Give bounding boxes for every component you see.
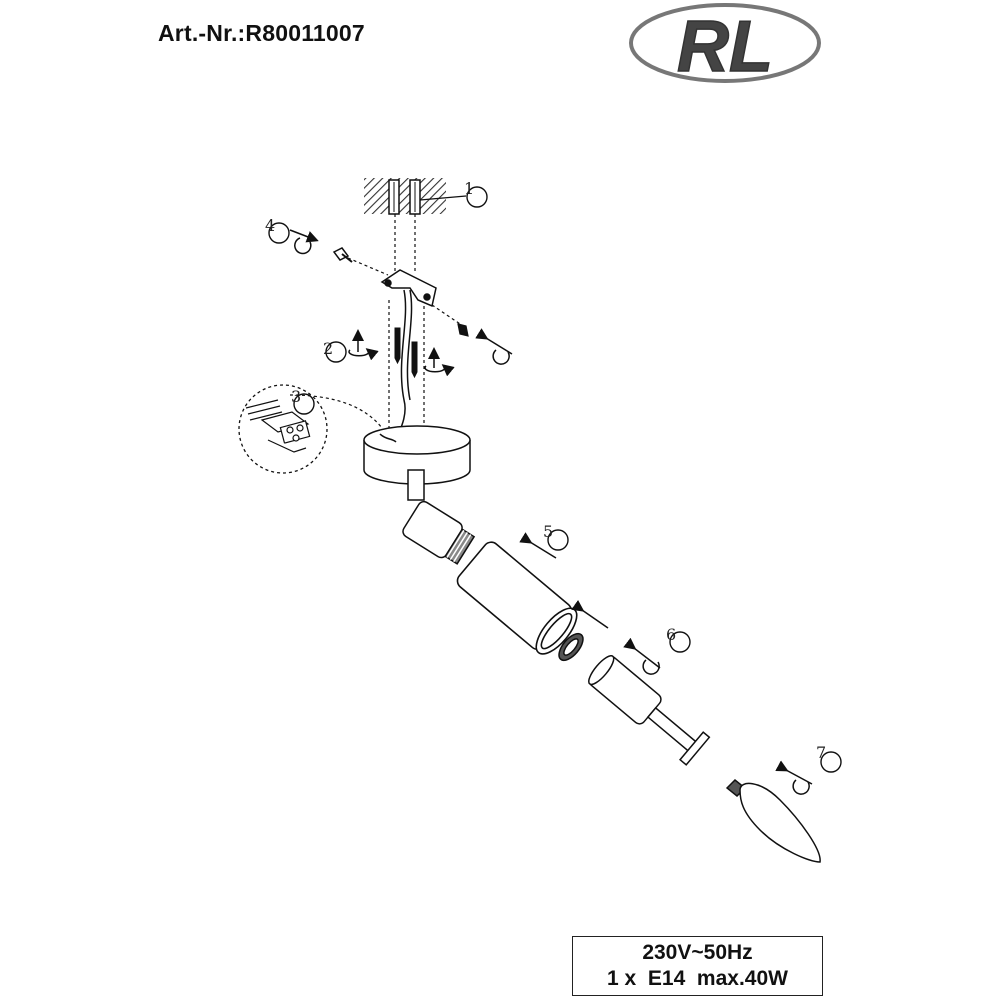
step-callout-5: 5 [543, 522, 569, 551]
lamp-holder [588, 655, 711, 766]
voltage-spec: 230V~50Hz [642, 941, 753, 964]
rl-logo: RL [629, 3, 821, 86]
ring-nut [558, 632, 584, 662]
step-callout-6: 6 [666, 625, 691, 653]
step-callout-1: 1 [464, 179, 488, 208]
step-callout-3: 3 [291, 387, 315, 415]
alignment-guides [289, 214, 467, 430]
spot-joint [402, 469, 476, 565]
svg-text:7: 7 [816, 743, 826, 762]
svg-text:6: 6 [666, 625, 676, 644]
terminal-block-detail [238, 384, 328, 474]
step-callout-2a: 2 [323, 339, 347, 363]
step-callout-4: 4 [265, 216, 290, 244]
article-number: Art.-Nr.:R80011007 [158, 20, 365, 46]
direction-arrows [289, 229, 813, 795]
svg-text:1: 1 [464, 179, 474, 198]
svg-text:4: 4 [265, 216, 275, 235]
bracket-screw [332, 247, 469, 337]
fixing-screw [394, 327, 418, 379]
svg-text:3: 3 [291, 387, 301, 406]
lamp-shade [456, 541, 578, 655]
canopy [363, 425, 471, 485]
bulb-spec: 1 x E14 max.40W [607, 967, 788, 990]
electrical-spec-box: 230V~50Hz 1 x E14 max.40W [572, 936, 823, 996]
step-callout-7: 7 [816, 743, 842, 773]
svg-text:RL: RL [677, 7, 773, 86]
mounting-bracket [380, 269, 437, 441]
ceiling-block [364, 178, 467, 215]
svg-text:5: 5 [543, 522, 553, 541]
candle-bulb [725, 778, 821, 863]
svg-text:2: 2 [323, 339, 333, 358]
